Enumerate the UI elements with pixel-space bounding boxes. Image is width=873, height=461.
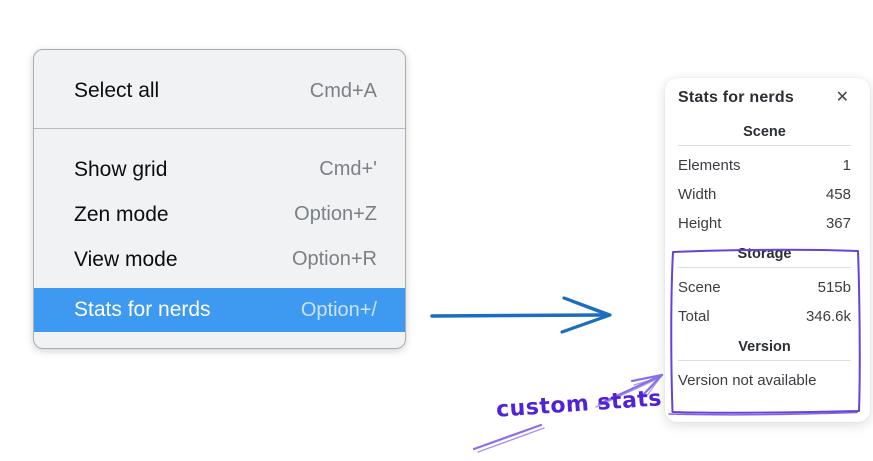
stat-row-total-size: Total 346.6k [678,302,851,331]
menu-item-zen-mode[interactable]: Zen mode Option+Z [34,192,405,237]
section-divider [678,267,851,268]
stat-row-width: Width 458 [678,180,851,209]
stat-label: Scene [678,279,721,296]
section-divider [678,360,851,361]
stat-label: Elements [678,157,741,174]
stat-value: 346.6k [805,308,851,325]
menu-item-shortcut: Cmd+' [319,158,377,180]
close-icon[interactable]: ✕ [835,89,849,106]
menu-item-select-all[interactable]: Select all Cmd+A [34,68,405,114]
section-heading: Scene [743,124,786,140]
stat-label: Height [678,215,722,232]
menu-item-shortcut: Cmd+A [309,79,377,102]
stat-value: 1 [842,157,851,174]
version-note: Version not available [678,372,817,389]
menu-item-shortcut: Option+Z [294,203,377,225]
menu-divider [34,128,405,129]
menu-item-stats-for-nerds[interactable]: Stats for nerds Option+/ [34,288,405,332]
stat-row-elements: Elements 1 [678,151,851,180]
menu-item-view-mode[interactable]: View mode Option+R [34,237,405,282]
stats-section-version: Version Version not available [678,339,851,395]
stat-label: Total [678,308,710,325]
stat-value: 367 [825,215,851,232]
stat-row-scene-size: Scene 515b [678,273,851,302]
context-menu: Select all Cmd+A Show grid Cmd+' Zen mod… [33,49,406,349]
stat-value: 458 [825,186,851,203]
menu-item-label: Zen mode [74,202,169,226]
menu-item-label: Stats for nerds [74,298,211,321]
stat-label: Width [678,186,717,203]
stat-row-height: Height 367 [678,209,851,238]
stats-section-scene: Scene Elements 1 Width 458 Height 367 [678,124,851,238]
stats-section-storage: Storage Scene 515b Total 346.6k [678,246,851,331]
section-heading: Storage [737,246,792,262]
menu-item-label: Show grid [74,157,168,181]
menu-item-show-grid[interactable]: Show grid Cmd+' [34,147,405,192]
menu-item-shortcut: Option+/ [300,298,377,321]
custom-stats-annotation-label: custom stats [495,386,663,423]
section-divider [678,145,851,146]
flow-arrow [430,296,612,334]
menu-item-shortcut: Option+R [291,248,377,270]
stat-value: 515b [817,279,851,296]
menu-item-label: Select all [74,79,160,102]
menu-item-label: View mode [74,247,178,271]
stats-panel-header: Stats for nerds ✕ [678,88,851,108]
stats-for-nerds-panel: Stats for nerds ✕ Scene Elements 1 Width… [665,78,870,422]
stats-panel-title: Stats for nerds [678,89,794,106]
section-heading: Version [738,339,791,355]
